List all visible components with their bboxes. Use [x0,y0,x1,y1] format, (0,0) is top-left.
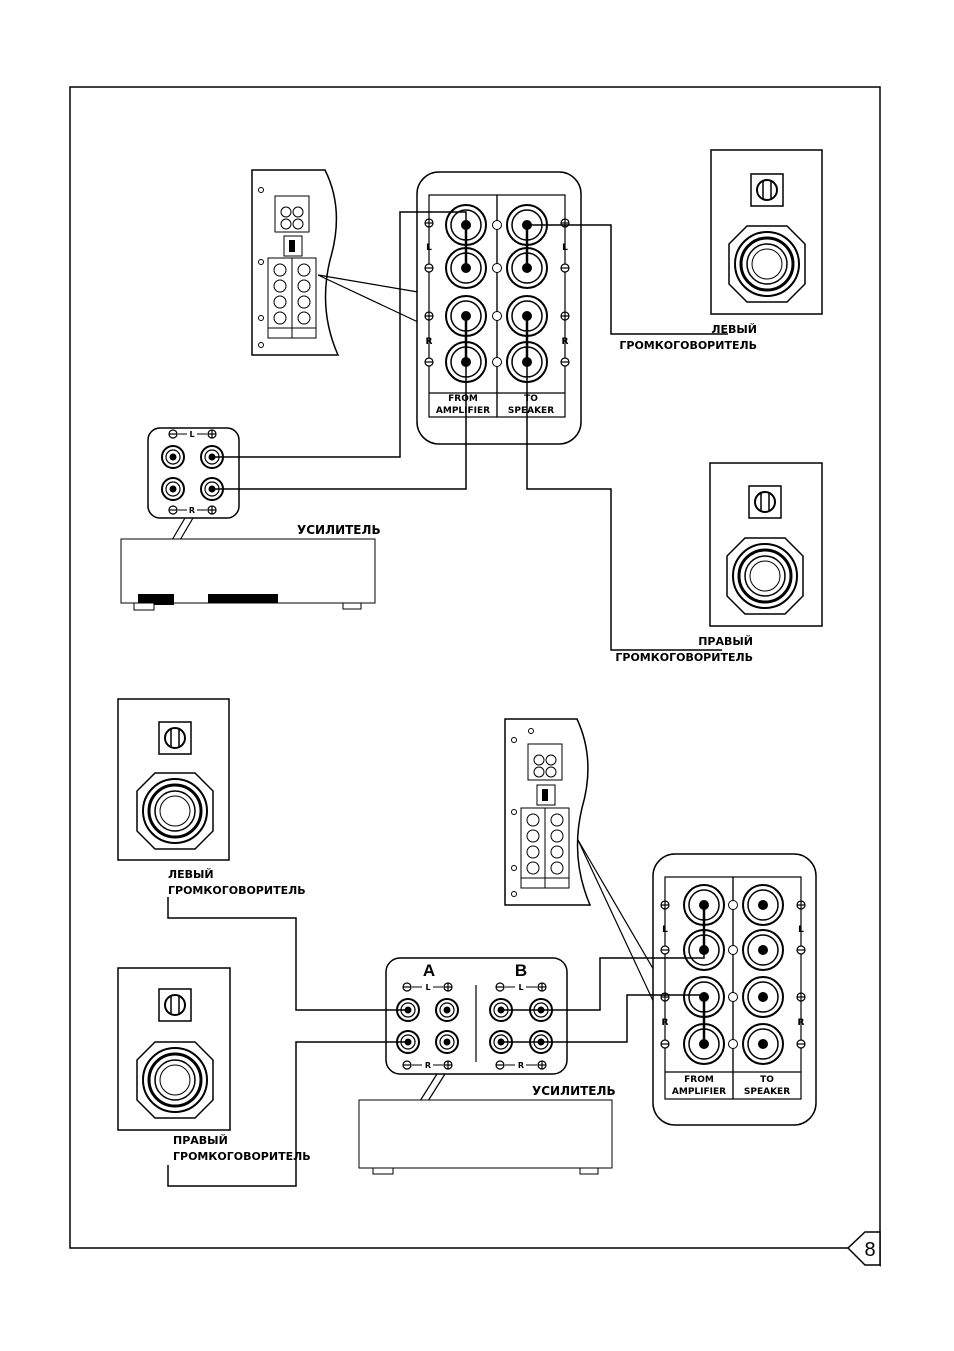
plus-terminal-icon [561,219,569,227]
channel-label-l: L [189,430,194,439]
channel-label-r: R [426,337,433,347]
plus-terminal-icon [208,506,216,514]
tweeter-icon [159,722,191,754]
group-a-label: A [423,961,435,980]
channel-label-l: L [425,983,430,992]
minus-terminal-icon [496,1061,504,1069]
minus-terminal-icon [561,358,569,366]
to-speaker-label: TO [524,394,538,404]
channel-label-r: R [189,506,195,515]
binding-post-icon[interactable] [436,1031,458,1053]
minus-terminal-icon [661,1040,669,1048]
page-number: 8 [864,1239,875,1261]
channel-label-l: L [798,925,804,935]
amplifier-terminals-bottom: A B L R L R [386,958,567,1101]
woofer-icon [727,538,803,614]
woofer-icon [137,1042,213,1118]
binding-post-icon[interactable] [743,930,783,970]
minus-terminal-icon [797,946,805,954]
tweeter-icon [159,989,191,1021]
binding-post-icon[interactable] [162,478,184,500]
channel-label-l: L [662,925,668,935]
channel-label-l: L [518,983,523,992]
amplifier-top [121,539,375,610]
plus-terminal-icon [797,993,805,1001]
right-speaker-top [710,463,822,626]
plus-terminal-icon [425,219,433,227]
tweeter-icon [751,174,783,206]
channel-label-r: R [518,1061,524,1070]
plus-terminal-icon [425,312,433,320]
binding-post-icon[interactable] [162,446,184,468]
binding-post-icon[interactable] [743,885,783,925]
minus-terminal-icon [561,264,569,272]
from-amplifier-label: FROM [684,1075,714,1085]
channel-label-l: L [562,243,568,253]
plus-terminal-icon [661,993,669,1001]
terminal-panel-top: L R L R FROM AMPLIFIER TO SPEAKER [417,172,581,444]
plus-terminal-icon [444,1061,452,1069]
plus-terminal-icon [444,983,452,991]
minus-terminal-icon [661,946,669,954]
plus-terminal-icon [538,983,546,991]
left-speaker-top [711,150,822,314]
minus-terminal-icon [425,264,433,272]
from-amplifier-label: AMPLIFIER [436,406,490,416]
tweeter-icon [749,486,781,518]
minus-terminal-icon [403,983,411,991]
right-speaker-label: ГРОМКОГОВОРИТЕЛЬ [173,1150,311,1163]
plus-terminal-icon [661,901,669,909]
binding-post-icon[interactable] [743,1024,783,1064]
minus-terminal-icon [425,358,433,366]
amplifier-label: УСИЛИТЕЛЬ [532,1084,616,1098]
channel-label-l: L [426,243,432,253]
channel-label-r: R [425,1061,431,1070]
minus-terminal-icon [797,1040,805,1048]
rear-panel-thumbnail-top [252,170,418,355]
left-speaker-label: ЛЕВЫЙ [168,868,214,881]
binding-post-icon[interactable] [743,977,783,1017]
right-speaker-label: ГРОМКОГОВОРИТЕЛЬ [615,651,753,664]
minus-terminal-icon [496,983,504,991]
minus-terminal-icon [169,506,177,514]
plus-terminal-icon [208,430,216,438]
plus-terminal-icon [797,901,805,909]
channel-label-r: R [662,1018,669,1028]
right-speaker-label: ПРАВЫЙ [173,1134,228,1147]
binding-post-icon[interactable] [436,999,458,1021]
plus-terminal-icon [561,312,569,320]
amplifier-terminals-top: L R [148,428,239,540]
terminal-panel-bottom: L R L R FROM AMPLIFIER TO SPEAKER [653,854,816,1125]
to-speaker-label: TO [760,1075,774,1085]
left-speaker-label: ГРОМКОГОВОРИТЕЛЬ [619,339,757,352]
amplifier-label: УСИЛИТЕЛЬ [297,523,381,537]
from-amplifier-label: AMPLIFIER [672,1087,726,1097]
to-speaker-label: SPEAKER [508,406,554,416]
woofer-icon [729,226,805,302]
group-b-label: B [515,961,527,980]
left-speaker-bottom [118,699,229,860]
to-speaker-label: SPEAKER [744,1087,790,1097]
channel-label-r: R [798,1018,805,1028]
amplifier-bottom [359,1100,612,1174]
right-speaker-label: ПРАВЫЙ [698,635,753,648]
minus-terminal-icon [169,430,177,438]
left-speaker-label: ГРОМКОГОВОРИТЕЛЬ [168,884,306,897]
minus-terminal-icon [403,1061,411,1069]
channel-label-r: R [562,337,569,347]
plus-terminal-icon [538,1061,546,1069]
woofer-icon [137,773,213,849]
from-amplifier-label: FROM [448,394,478,404]
right-speaker-bottom [118,968,230,1130]
